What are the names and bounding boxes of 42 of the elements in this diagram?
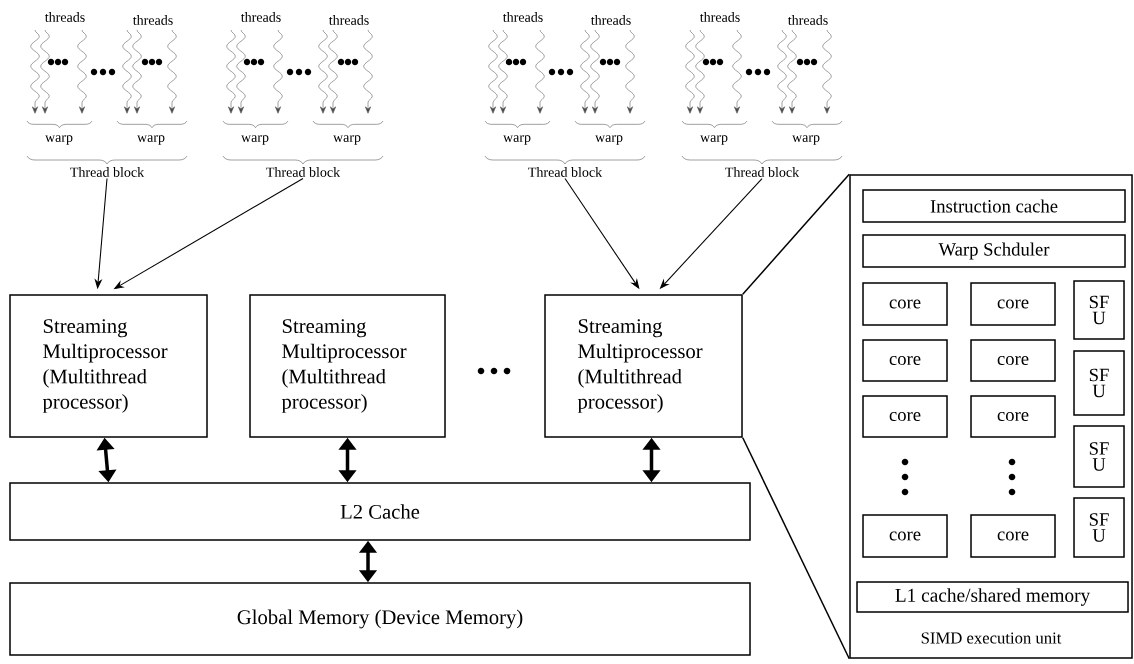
processor-box: Streaming Multiprocessor (Multithread processor)	[544, 294, 743, 438]
text-label: threads	[240, 12, 281, 22]
component-box: SF U	[1073, 425, 1125, 488]
block-label: Thread block	[266, 167, 341, 177]
text-label: threads	[44, 12, 85, 22]
component-box: SF U	[1073, 497, 1125, 558]
text-label: threads	[787, 15, 828, 25]
text-label: warp	[503, 135, 531, 145]
component-box: core	[970, 282, 1056, 326]
component-box: core	[862, 339, 948, 382]
text-label: threads	[328, 15, 369, 25]
component-box: core	[862, 282, 948, 326]
block-label: Thread block	[70, 167, 145, 177]
component-box: Instruction cache	[862, 189, 1126, 223]
text-label: warp	[241, 135, 269, 145]
component-box: core	[970, 339, 1056, 382]
component-box: core	[862, 514, 948, 558]
component-box: Warp Schduler	[862, 234, 1126, 268]
zoom-line	[742, 173, 850, 295]
component-box: core	[970, 514, 1056, 558]
component-box: core	[862, 395, 948, 438]
component-box: L1 cache/shared memory	[856, 581, 1129, 613]
text-label: warp	[700, 135, 728, 145]
text-label: threads	[502, 12, 543, 22]
component-box: SF U	[1073, 350, 1125, 416]
text-label: threads	[132, 15, 173, 25]
block-label: Thread block	[725, 167, 800, 177]
block-label: Thread block	[528, 167, 603, 177]
text-label: warp	[333, 135, 361, 145]
text-label: threads	[590, 15, 631, 25]
processor-box: Streaming Multiprocessor (Multithread processor)	[249, 294, 446, 438]
text-label: warp	[595, 135, 623, 145]
text-label: warp	[45, 135, 73, 145]
text-label: warp	[792, 135, 820, 145]
text-label: threads	[699, 12, 740, 22]
zoom-line	[742, 437, 850, 660]
component-box: SF U	[1073, 280, 1125, 340]
component-box: core	[970, 395, 1056, 438]
processor-box: Streaming Multiprocessor (Multithread processor)	[9, 294, 208, 438]
text-label: warp	[137, 135, 165, 145]
component-box: L2 Cache	[9, 482, 751, 541]
component-box: Global Memory (Device Memory)	[9, 582, 751, 656]
